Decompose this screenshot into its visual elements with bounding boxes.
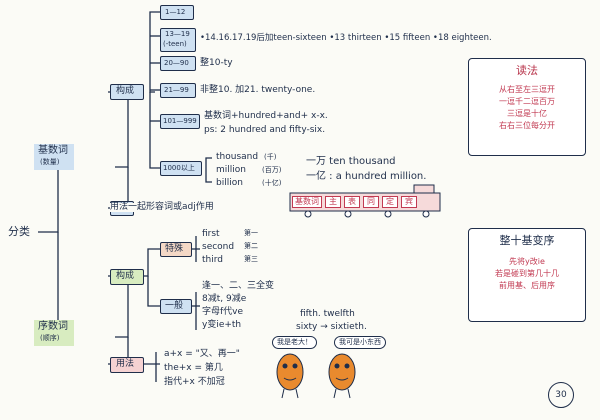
tens-line: 先将y改ie [509,257,545,266]
train-cars: 基数词 主 表 同 定 宾 [292,196,417,208]
range-box-6: 1000以上 [160,161,202,176]
range-detail-5b: ps: 2 hundred and fifty-six. [204,125,326,135]
rule-4: y变ie+th [202,320,242,330]
special-cn-1: 第一 [244,229,258,237]
reading-line: 一逗千二逗百万 [499,97,555,106]
large-example-1: 一万 ten thousand [306,156,396,167]
train-car: 基数词 [292,196,322,208]
large-example-2: 一亿 : a hundred million. [306,171,427,182]
usage-1: a+x = "又、再一" [164,349,240,359]
ordinal-usage-label: 用法 [110,357,144,373]
large-cn-1: (千) [264,153,277,161]
ordinal-special-box: 特殊 [160,242,192,257]
large-en-2: million [216,165,246,175]
large-en-1: thousand [216,152,259,162]
range-detail-5: 基数词+hundred+and+ x-x. [204,111,328,121]
special-word-1: first [202,229,220,239]
ordinal-rules-box: 一般 [160,299,192,314]
cardinal-usage: 用法一起形容词或adj作用 [110,202,214,212]
special-word-3: third [202,255,223,265]
reading-line: 三逗是十亿 [507,109,547,118]
train-car: 定 [382,196,398,208]
train-car: 宾 [401,196,417,208]
page-number-badge: 30 [548,382,574,408]
tens-panel-title: 整十基变序 [499,234,555,247]
train-car: 表 [344,196,360,208]
range-detail-2: •14.16.17.19后加teen-sixteen •13 thirteen … [200,33,492,43]
page-number: 30 [555,390,567,400]
rule-2: 8减t, 9减e [202,294,247,304]
cardinal-formation: 构成 [110,84,144,100]
cardinal-subtitle: (数量) [40,158,60,166]
large-en-3: billion [216,178,243,188]
cardinal-title: 基数词 [38,145,68,156]
cardinal-title-box: 基数词 (数量) [34,144,74,170]
reading-line: 从右至左三逗开 [499,85,555,94]
ordinal-extra-2: sixty → sixtieth. [296,322,367,332]
ordinal-extra-1: fifth. twelfth [300,309,355,319]
tens-line: 前用基、后用序 [499,281,555,290]
ordinal-title: 序数词 [38,321,68,332]
special-word-2: second [202,242,235,252]
cartoon-characters [276,353,356,399]
ordinal-formation: 构成 [110,269,144,285]
speech-bubble-2: 我可是小东西 [334,336,386,349]
special-cn-3: 第三 [244,255,258,263]
root-label: 分类 [8,225,30,238]
range-detail-4: 非整10. 加21. twenty-one. [200,85,316,95]
tens-line: 若是碰到第几十几 [495,269,559,278]
speech-bubble-1: 我是老大！ [272,336,317,349]
range-box-2: 13—19 (-teen) [160,28,196,52]
tens-rule-panel: 整十基变序 先将y改ie 若是碰到第几十几 前用基、后用序 [468,228,586,322]
special-cn-2: 第二 [244,242,258,250]
ordinal-title-box: 序数词 (顺序) [34,320,74,346]
train-car: 同 [363,196,379,208]
range-box-5: 101—999 [160,114,200,129]
rule-1: 逢一、二、三全变 [202,281,275,291]
rule-3: 字母f代ve [202,307,244,317]
range-detail-3: 整10-ty [200,58,233,68]
range-box-1: 1—12 [160,5,194,20]
usage-2: the+x = 第几 [164,363,223,373]
reading-rule-panel: 读法 从右至左三逗开 一逗千二逗百万 三逗是十亿 右右三位每分开 [468,58,586,156]
usage-3: 指代+x 不加冠 [164,377,225,387]
reading-line: 右右三位每分开 [499,121,555,130]
ordinal-subtitle: (顺序) [40,334,60,342]
train-car: 主 [325,196,341,208]
large-cn-3: (十亿) [262,179,282,187]
large-cn-2: (百万) [262,166,282,174]
reading-panel-title: 读法 [516,64,538,77]
range-box-3: 20—90 [160,56,196,71]
range-box-4: 21—99 [160,83,196,98]
